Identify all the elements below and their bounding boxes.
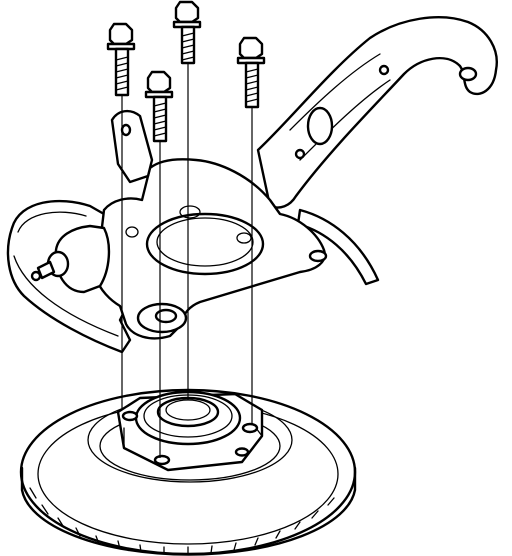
bolt-3 xyxy=(144,70,174,143)
bolt-2 xyxy=(172,0,202,65)
brake-rotor xyxy=(19,388,357,556)
bolt-1 xyxy=(106,22,136,97)
alignment-guide-lines xyxy=(121,60,253,458)
bolt-4 xyxy=(236,36,266,109)
steering-knuckle xyxy=(30,16,498,340)
hub-bearing xyxy=(116,390,264,472)
